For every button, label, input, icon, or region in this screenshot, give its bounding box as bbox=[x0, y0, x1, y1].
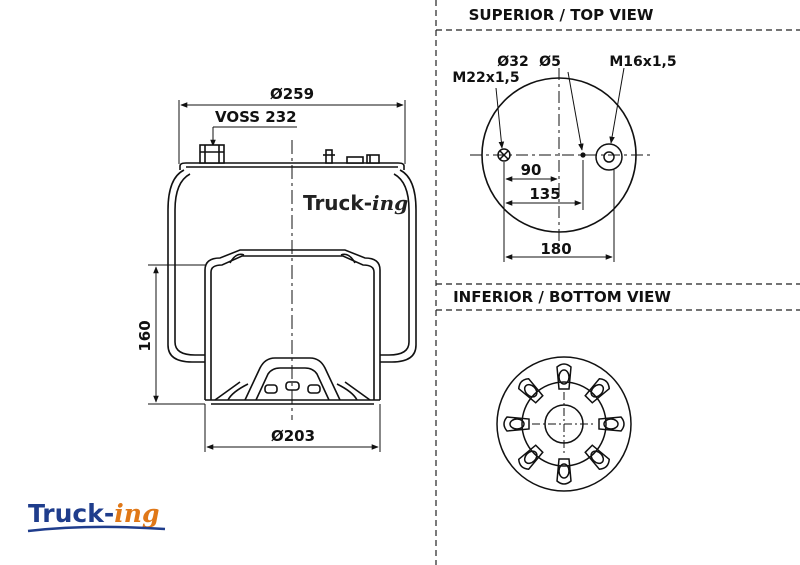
top-diameter-label: Ø259 bbox=[270, 85, 314, 103]
bottom-view bbox=[496, 356, 632, 492]
height-label: 160 bbox=[136, 320, 154, 351]
top-plate bbox=[179, 144, 405, 170]
bottom-inner-circle bbox=[521, 381, 607, 467]
top-view: Ø32 M22x1,5 Ø5 M16x1,5 90 135 180 bbox=[452, 54, 677, 262]
bottom-outer-circle bbox=[496, 356, 632, 492]
top-view-title: SUPERIOR / TOP VIEW bbox=[469, 6, 654, 24]
dim-180-label: 180 bbox=[540, 240, 571, 258]
fitting-leader bbox=[210, 126, 297, 147]
dim-top-diameter bbox=[178, 100, 406, 164]
top-leaders bbox=[495, 67, 625, 151]
small-hole bbox=[580, 152, 586, 158]
section-dividers bbox=[435, 0, 800, 565]
hole-large-label: Ø32 bbox=[497, 54, 528, 70]
fitting-right-symbol bbox=[595, 143, 623, 171]
side-view: Ø259 VOSS 232 bbox=[136, 85, 417, 452]
dim-bottom-diameter bbox=[204, 404, 381, 452]
fitting-label: VOSS 232 bbox=[215, 108, 297, 126]
thread-right-label: M16x1,5 bbox=[609, 54, 676, 70]
top-dimensions bbox=[503, 160, 615, 262]
dim-90-label: 90 bbox=[521, 161, 542, 179]
logo-text: Truck-ing bbox=[28, 499, 159, 528]
brand-logo: Truck-ing bbox=[27, 499, 166, 533]
thread-large-label: M22x1,5 bbox=[452, 70, 519, 86]
logo-swoosh bbox=[27, 525, 166, 533]
fitting-large-symbol bbox=[497, 148, 511, 162]
side-watermark: Truck-ing bbox=[303, 191, 408, 215]
hole-small-label: Ø5 bbox=[539, 54, 561, 70]
bottom-view-title: INFERIOR / BOTTOM VIEW bbox=[453, 288, 671, 306]
dim-135-label: 135 bbox=[529, 185, 560, 203]
bottom-diameter-label: Ø203 bbox=[271, 427, 315, 445]
dim-height bbox=[148, 264, 205, 405]
bottom-ribs bbox=[503, 363, 625, 485]
bellows bbox=[167, 169, 417, 363]
